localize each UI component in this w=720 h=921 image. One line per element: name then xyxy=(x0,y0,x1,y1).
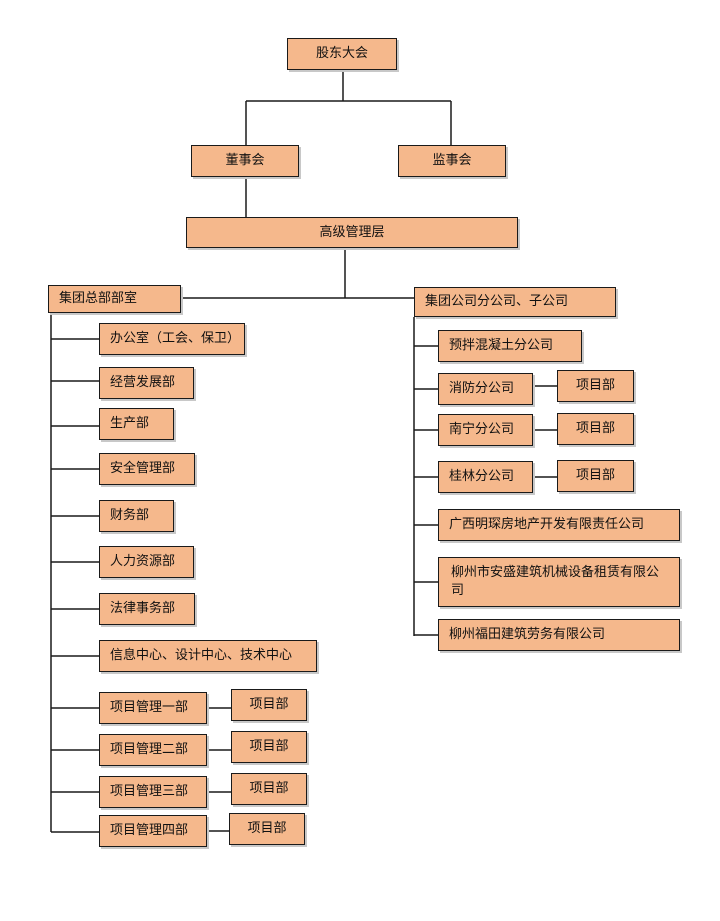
dept-hr: 人力资源部 xyxy=(99,546,194,578)
node-board: 董事会 xyxy=(191,145,299,177)
dept-project-mgmt-2: 项目管理二部 xyxy=(99,734,207,766)
dept-project-mgmt-4: 项目管理四部 xyxy=(99,815,207,847)
branch-project-unit-guilin: 项目部 xyxy=(557,460,634,492)
node-branches: 集团公司分公司、子公司 xyxy=(414,287,616,317)
node-shareholders: 股东大会 xyxy=(287,38,397,70)
project-unit-2: 项目部 xyxy=(231,731,307,763)
branch-equipment-leasing: 柳州市安盛建筑机械设备租赁有限公司 xyxy=(438,557,680,607)
dept-project-mgmt-1: 项目管理一部 xyxy=(99,692,207,724)
branch-project-unit-nanning: 项目部 xyxy=(557,413,634,445)
node-management: 高级管理层 xyxy=(186,217,518,248)
node-supervisory: 监事会 xyxy=(398,145,506,177)
dept-business-development: 经营发展部 xyxy=(99,367,194,399)
branch-labor-services: 柳州福田建筑劳务有限公司 xyxy=(438,619,680,651)
branch-fire-protection: 消防分公司 xyxy=(438,373,533,405)
dept-project-mgmt-3: 项目管理三部 xyxy=(99,776,207,808)
project-unit-4: 项目部 xyxy=(229,813,305,845)
dept-production: 生产部 xyxy=(99,408,174,440)
branch-guilin: 桂林分公司 xyxy=(438,461,533,493)
branch-nanning: 南宁分公司 xyxy=(438,414,533,446)
dept-finance: 财务部 xyxy=(99,500,174,532)
branch-concrete: 预拌混凝土分公司 xyxy=(438,330,582,362)
project-unit-3: 项目部 xyxy=(231,773,307,805)
branch-real-estate: 广西明琛房地产开发有限责任公司 xyxy=(438,509,680,541)
branch-project-unit-fire: 项目部 xyxy=(557,370,634,402)
dept-safety: 安全管理部 xyxy=(99,453,195,485)
project-unit-1: 项目部 xyxy=(231,689,307,721)
dept-office: 办公室（工会、保卫） xyxy=(99,323,245,355)
dept-info-design-tech: 信息中心、设计中心、技术中心 xyxy=(99,640,317,672)
dept-legal: 法律事务部 xyxy=(99,593,195,625)
node-hq: 集团总部部室 xyxy=(48,285,181,313)
